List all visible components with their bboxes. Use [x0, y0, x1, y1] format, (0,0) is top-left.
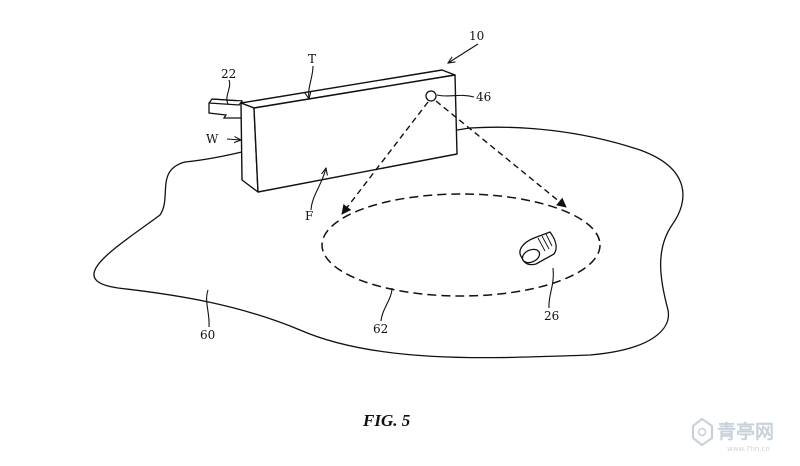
- sensing-ray-left: [341, 101, 429, 215]
- label-top-face: T: [308, 52, 316, 66]
- finger-icon: [519, 231, 557, 266]
- watermark-text: 青亭网: [717, 420, 774, 443]
- label-tab: 22: [221, 67, 236, 81]
- sensing-ray-right: [435, 100, 567, 208]
- label-side-face: W: [206, 132, 219, 146]
- label-device: 10: [469, 29, 484, 43]
- leader-lines: [206, 43, 554, 328]
- watermark-url: www.7tin.cn: [727, 445, 770, 453]
- figure-caption: FIG. 5: [362, 411, 411, 430]
- device-front-face: [253, 74, 458, 193]
- label-sensor: 46: [476, 90, 491, 104]
- touch-region: [321, 193, 601, 297]
- watermark: 青亭网 www.7tin.cn: [691, 417, 774, 453]
- sensor-icon: [425, 90, 437, 102]
- label-finger: 26: [544, 309, 559, 323]
- tab-part: [208, 98, 243, 119]
- device-housing: [240, 69, 458, 193]
- label-front-face: F: [305, 209, 313, 223]
- watermark-logo-icon: [691, 417, 714, 447]
- label-surface: 60: [200, 328, 215, 342]
- label-touch-region: 62: [373, 322, 388, 336]
- support-surface: [93, 126, 684, 359]
